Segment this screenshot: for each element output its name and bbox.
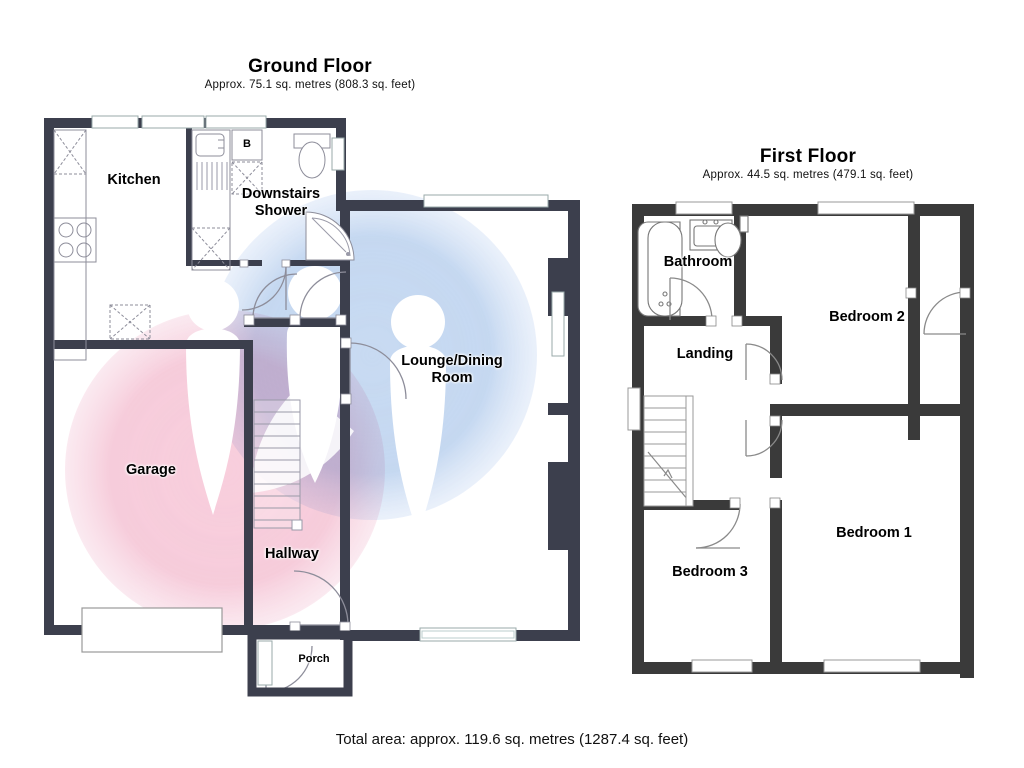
kitchen-fittings bbox=[53, 129, 231, 361]
ground-floor-plan bbox=[44, 115, 580, 697]
ground-floor-windows bbox=[91, 115, 565, 642]
first-floor-title-block: First Floor Approx. 44.5 sq. metres (479… bbox=[668, 146, 948, 183]
first-floor-subtitle: Approx. 44.5 sq. metres (479.1 sq. feet) bbox=[702, 169, 914, 181]
ground-floor-title: Ground Floor bbox=[248, 56, 372, 77]
first-floor-door-jambs bbox=[705, 287, 971, 509]
porch-structure bbox=[247, 630, 353, 697]
first-floor-windows bbox=[627, 201, 921, 673]
ground-floor-subtitle: Approx. 75.1 sq. metres (808.3 sq. feet) bbox=[204, 79, 416, 91]
first-floor-title: First Floor bbox=[759, 146, 857, 167]
garage-door bbox=[81, 607, 223, 653]
downstairs-shower-fittings bbox=[231, 129, 355, 261]
total-area-text: Total area: approx. 119.6 sq. metres (12… bbox=[335, 731, 689, 748]
ground-floor-doors bbox=[241, 265, 407, 693]
first-floor-doors bbox=[669, 277, 967, 549]
first-floor-plan bbox=[627, 201, 974, 678]
ground-floor-staircase bbox=[253, 399, 303, 531]
bathroom-fittings bbox=[637, 215, 749, 317]
ground-floor-title-block: Ground Floor Approx. 75.1 sq. metres (80… bbox=[170, 56, 450, 93]
first-floor-staircase bbox=[643, 395, 694, 507]
stairs-down-arrow bbox=[647, 451, 689, 501]
